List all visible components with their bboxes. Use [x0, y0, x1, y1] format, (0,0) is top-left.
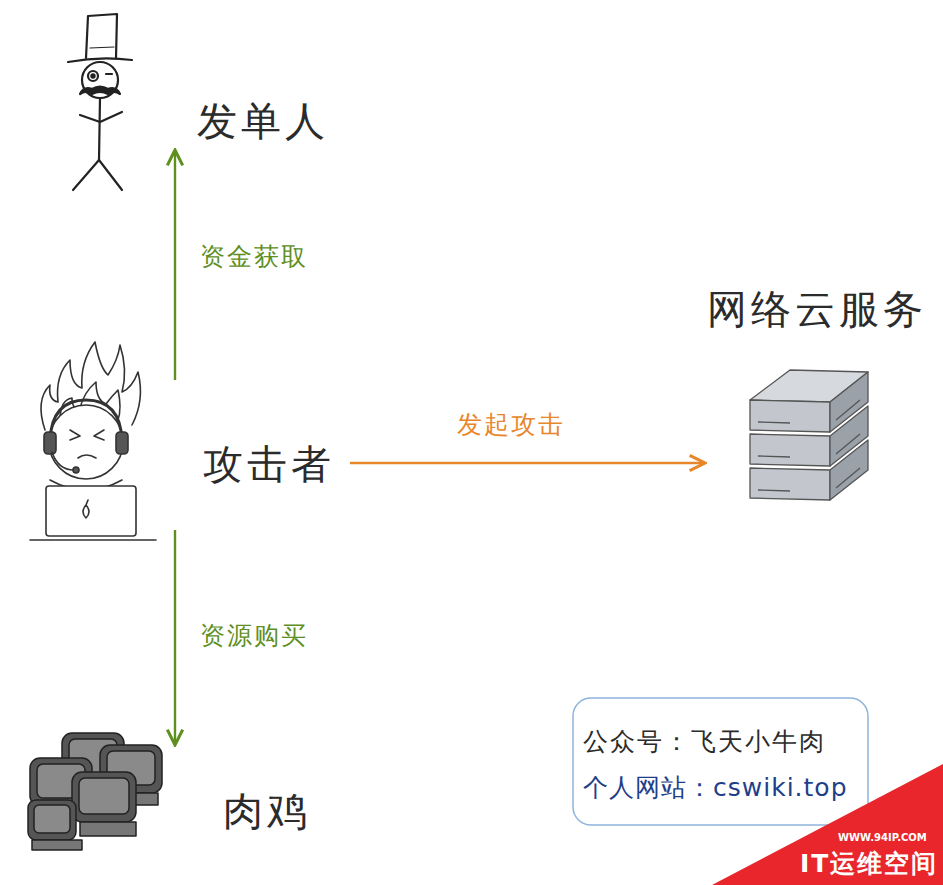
zombie-computers-part-part [72, 772, 136, 822]
attack-arrow [350, 462, 705, 464]
server-stack-part-part [750, 400, 830, 432]
zombie-computers-part-part [28, 800, 76, 840]
client-figure-part [80, 112, 122, 122]
client-figure-part [106, 73, 112, 75]
attacker-figure-part [46, 486, 136, 536]
watermark-url: WWW.94IP.COM [838, 832, 927, 843]
attacker-figure-part [70, 430, 80, 440]
zombie-computers-part-part [79, 778, 129, 814]
zombie-computers-part-part [80, 822, 136, 836]
attacker-figure-part [116, 432, 128, 454]
note-text: 个人网站：cswiki.top [583, 774, 848, 802]
attacker-figure-part [94, 430, 104, 440]
attacker-figure-part [73, 467, 79, 473]
zombie-computers [28, 733, 162, 850]
node-label: 网络云服务 [707, 287, 927, 331]
server-stack-part-part [750, 468, 830, 500]
edge-label: 发起攻击 [455, 411, 567, 439]
server-stack-part-part [758, 456, 790, 457]
client-figure [68, 14, 132, 190]
client-figure-part [99, 160, 122, 190]
watermark-text: IT运维空间 [800, 850, 938, 878]
attacker-figure-part [83, 500, 89, 518]
server-stack-part-part [836, 468, 860, 488]
server-stack [750, 370, 868, 500]
zombie-node: 肉鸡 [165, 745, 325, 845]
attacker-figure-part [50, 400, 122, 440]
note-text: 公众号：飞天小牛肉 [583, 728, 826, 756]
server-stack-part [750, 440, 868, 500]
purchase-arrow [174, 530, 176, 745]
client-figure-part [80, 87, 120, 95]
zombie-computers-part-part [34, 805, 70, 833]
client-figure-part [91, 74, 94, 77]
server-stack-part-part [758, 422, 790, 423]
client-figure-part [88, 71, 98, 81]
attacker-figure-part [44, 432, 56, 454]
funding-arrow [174, 150, 176, 380]
attacker-figure-part [52, 452, 74, 470]
zombie-computers-part [72, 772, 136, 836]
edge-label: 资源购买 [198, 622, 310, 650]
client-figure-part [90, 47, 114, 48]
attacker-figure-part [49, 405, 123, 479]
client-figure-part [73, 160, 99, 190]
cloud-service-node: 网络云服务 [705, 285, 941, 505]
attacker-figure [30, 342, 156, 540]
note-box [573, 698, 868, 825]
client-node: 发单人 [165, 95, 345, 150]
attacker-node: 攻击者 [165, 380, 350, 530]
server-stack-part-part [758, 490, 790, 491]
node-label: 肉鸡 [223, 789, 311, 833]
node-label: 攻击者 [203, 442, 335, 486]
server-stack-part-part [750, 434, 830, 466]
zombie-computers-part [28, 800, 82, 850]
node-label: 发单人 [197, 99, 329, 143]
server-stack-part-part [830, 440, 868, 500]
client-figure-part [99, 98, 100, 160]
attacker-figure-part [78, 455, 96, 458]
client-figure-part [86, 14, 117, 58]
edge-label: 资金获取 [198, 243, 310, 271]
attacker-figure-part [30, 539, 156, 541]
zombie-computers-part-part [32, 840, 82, 850]
